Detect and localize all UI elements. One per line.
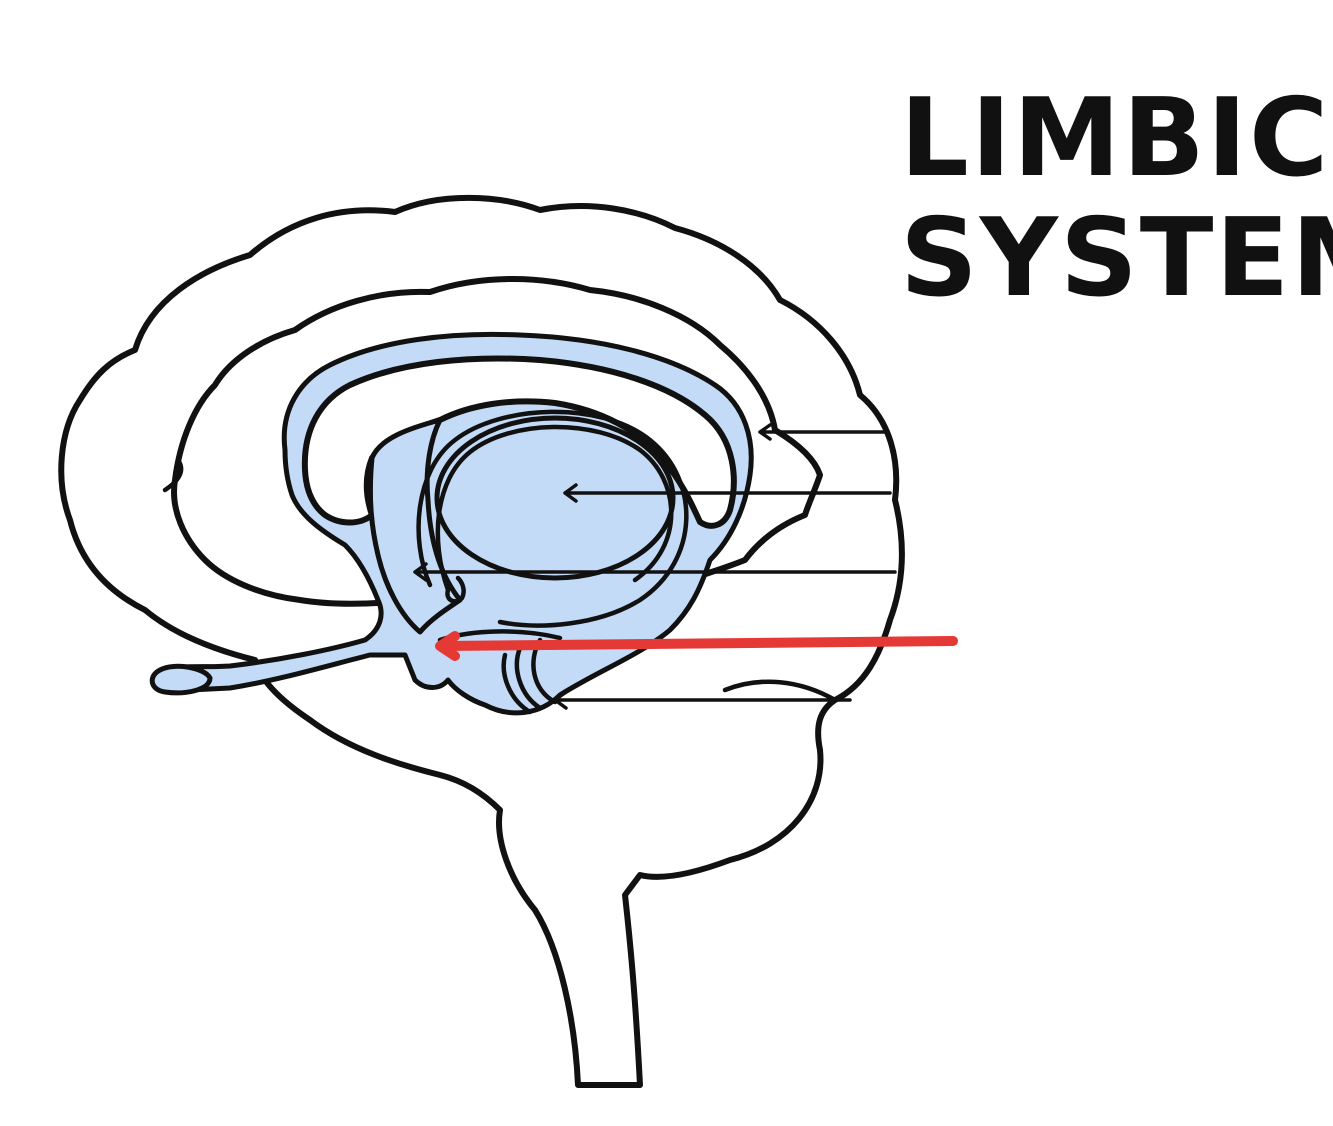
pointer-cingulate-gyrus [758, 423, 890, 441]
title-line-2: SYSTEM [900, 196, 1333, 321]
hippocampus-fold-1 [501, 652, 533, 715]
pointer-hippocampus [553, 690, 852, 710]
highlighted-pointer [435, 631, 958, 661]
pointer-arrows [413, 423, 897, 710]
pointer-hypothalamus [413, 562, 897, 582]
diagram-title: LIMBIC SYSTEM [900, 76, 1333, 321]
frontal-sulcus [162, 457, 184, 493]
olfactory-bulb [149, 663, 213, 696]
hippocampus-fold-2 [514, 645, 543, 711]
thalamus [434, 415, 676, 581]
pointer-amygdala [435, 631, 958, 661]
mammillary-body [445, 575, 466, 604]
cerebellum-separator [722, 679, 838, 703]
fornix-inner [435, 424, 674, 593]
septal-region [367, 417, 463, 635]
title-line-1: LIMBIC [900, 76, 1330, 201]
fornix-outer [416, 409, 689, 628]
pointer-thalamus [563, 483, 892, 503]
